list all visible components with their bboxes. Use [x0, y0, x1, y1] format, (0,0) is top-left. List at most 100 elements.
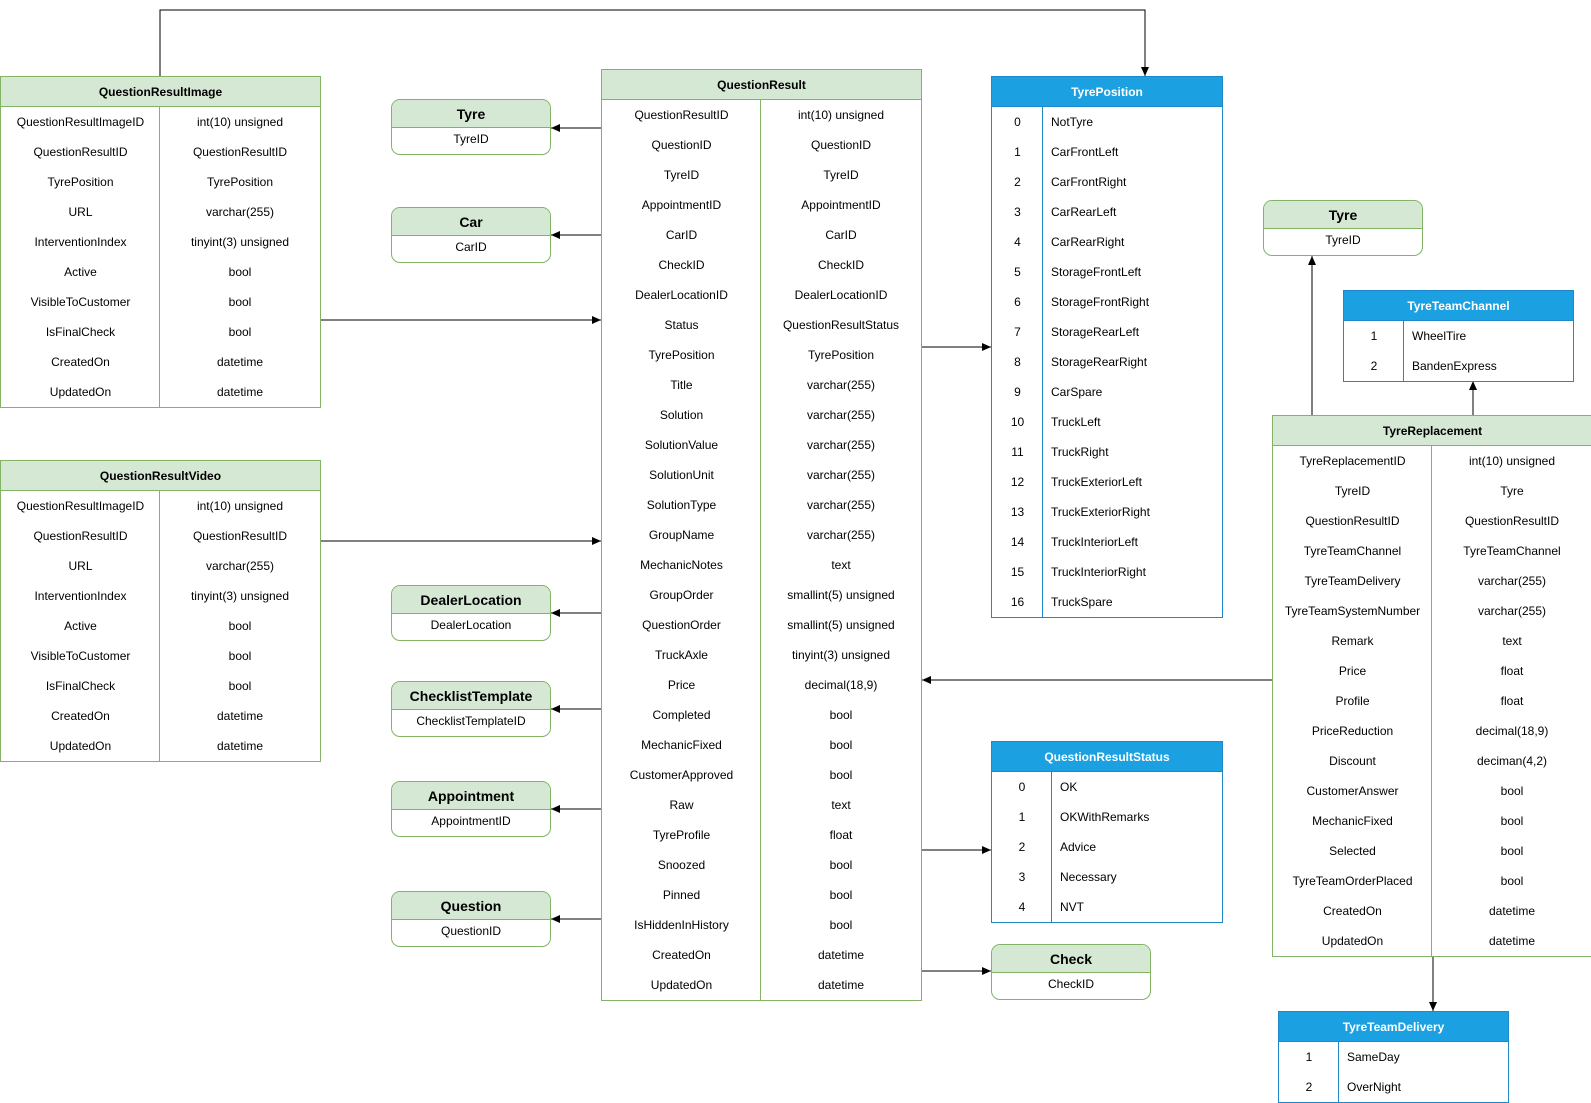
field-name: SolutionUnit [649, 468, 714, 482]
field-name: TyreTeamSystemNumber [1284, 604, 1421, 618]
field-name: VisibleToCustomer [30, 295, 131, 309]
entity-field: DealerLocation [430, 618, 512, 632]
field-type: decimal(18,9) [804, 678, 878, 692]
field-name: Completed [652, 708, 711, 722]
field-type: QuestionResultID [1464, 514, 1560, 528]
table-question-result-video: QuestionResultVideo QuestionResultImageI… [0, 460, 321, 762]
entity-tyre: Tyre TyreID [391, 99, 551, 155]
field-type: QuestionResultID [192, 529, 288, 543]
field-type: bool [1500, 784, 1524, 798]
field-name: 1 [1305, 1050, 1313, 1064]
field-type: AppointmentID [801, 198, 881, 212]
entity-title: Check [992, 945, 1150, 973]
field-type: bool [829, 708, 853, 722]
field-name: 6 [1014, 295, 1021, 309]
field-name: Discount [1329, 754, 1376, 768]
field-type: bool [228, 295, 252, 309]
field-type: varchar(255) [1477, 574, 1547, 588]
field-name: Active [64, 265, 97, 279]
field-type: bool [228, 265, 252, 279]
entity-check: Check CheckID [991, 944, 1151, 1000]
field-name: InterventionIndex [34, 235, 127, 249]
entity-field: ChecklistTemplateID [416, 714, 526, 728]
field-name: 9 [1014, 385, 1021, 399]
field-type: int(10) unsigned [196, 499, 284, 513]
field-type: NVT [1060, 900, 1084, 914]
field-name: 0 [1014, 115, 1021, 129]
field-name: 7 [1014, 325, 1021, 339]
field-name: PriceReduction [1311, 724, 1394, 738]
field-type: datetime [216, 739, 264, 753]
field-type: StorageRearRight [1051, 355, 1148, 369]
field-type: Necessary [1060, 870, 1117, 884]
field-type: QuestionID [810, 138, 872, 152]
field-type: CheckID [817, 258, 864, 272]
field-type: StorageRearLeft [1051, 325, 1140, 339]
column-divider [1431, 446, 1432, 956]
entity-field: CheckID [1047, 977, 1094, 991]
field-type: text [831, 558, 851, 572]
table-row: TyreProfile float [602, 820, 921, 850]
column-divider [159, 491, 160, 761]
field-name: QuestionID [651, 138, 712, 152]
field-name: MechanicFixed [1312, 814, 1393, 828]
field-name: Title [670, 378, 693, 392]
field-name: QuestionResultID [1305, 514, 1400, 528]
field-type: int(10) unsigned [1468, 454, 1556, 468]
field-type: int(10) unsigned [196, 115, 284, 129]
field-name: IsHiddenInHistory [634, 918, 729, 932]
field-type: float [829, 828, 853, 842]
entity-title: Appointment [392, 782, 550, 810]
table-row: Active bool [1, 257, 320, 287]
field-name: QuestionResultID [634, 108, 729, 122]
field-name: TyreProfile [652, 828, 711, 842]
field-type: int(10) unsigned [797, 108, 885, 122]
field-name: UpdatedOn [49, 739, 112, 753]
field-name: Snoozed [657, 858, 706, 872]
field-name: Pinned [662, 888, 701, 902]
field-type: datetime [817, 978, 865, 992]
field-type: float [1500, 694, 1524, 708]
field-name: 1 [1014, 145, 1021, 159]
field-type: datetime [216, 385, 264, 399]
field-type: datetime [216, 709, 264, 723]
field-name: TyrePosition [47, 175, 114, 189]
field-type: text [831, 798, 851, 812]
